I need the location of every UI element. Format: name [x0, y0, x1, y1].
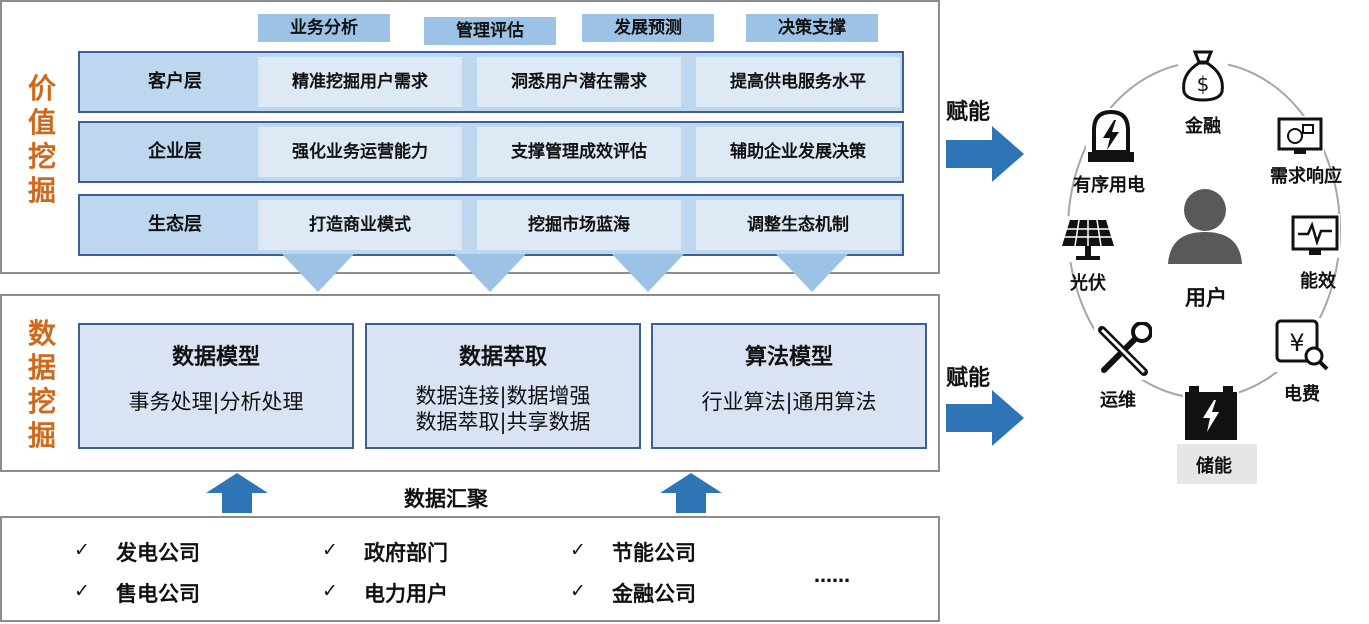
up-arrow-right	[660, 473, 722, 513]
tab-management-evaluation: 管理评估	[424, 17, 556, 45]
efficiency-monitor-icon	[1290, 214, 1340, 258]
layer-label: 企业层	[148, 141, 202, 162]
user-label: 用户	[1185, 286, 1227, 310]
algorithm-model-box: 算法模型 行业算法|通用算法	[651, 323, 927, 449]
money-bag-icon: $	[1178, 48, 1228, 102]
layer-cell: 挖掘市场蓝海	[477, 200, 681, 250]
layer-cell: 打造商业模式	[258, 200, 462, 250]
svg-text:$: $	[1197, 72, 1210, 96]
model-title: 数据模型	[171, 345, 260, 370]
service-label-demand-response: 需求响应	[1270, 166, 1342, 187]
service-label-operations: 运维	[1100, 390, 1136, 411]
layer-cell: 强化业务运营能力	[258, 127, 462, 177]
ecosystem-layer: 生态层 打造商业模式 挖掘市场蓝海 调整生态机制	[78, 194, 904, 256]
check-icon: ✓	[74, 580, 90, 602]
enable-label-bottom: 赋能	[946, 366, 991, 391]
user-icon	[1168, 189, 1242, 264]
check-icon: ✓	[570, 539, 586, 561]
enable-arrow-top	[946, 126, 1024, 182]
tab-development-forecast: 发展预测	[582, 14, 714, 42]
service-label-storage: 储能	[1196, 456, 1232, 477]
enterprise-layer: 企业层 强化业务运营能力 支撑管理成效评估 辅助企业发展决策	[78, 121, 904, 183]
up-arrow-left	[206, 473, 268, 513]
model-line: 数据萃取|共享数据	[415, 410, 591, 434]
source-item: 售电公司	[116, 582, 200, 606]
customer-layer: 客户层 精准挖掘用户需求 洞悉用户潜在需求 提高供电服务水平	[78, 51, 904, 113]
more-ellipsis: ……	[814, 566, 850, 587]
title-char: 挖	[27, 385, 56, 418]
down-arrow	[454, 254, 526, 292]
battery-icon	[1183, 384, 1239, 442]
layer-cell: 提高供电服务水平	[696, 57, 900, 107]
aggregation-label: 数据汇聚	[404, 487, 488, 511]
svg-text:¥: ¥	[1289, 329, 1304, 357]
demand-response-icon	[1276, 116, 1324, 156]
tab-decision-support: 决策支撑	[746, 14, 878, 42]
check-icon: ✓	[570, 580, 586, 602]
layer-cell: 辅助企业发展决策	[696, 127, 900, 177]
title-char: 挖	[27, 140, 56, 173]
service-label-finance: 金融	[1185, 116, 1221, 137]
service-label-orderly-power: 有序用电	[1073, 175, 1145, 196]
tab-business-analysis: 业务分析	[258, 14, 390, 42]
title-char: 掘	[27, 174, 56, 207]
service-label-efficiency: 能效	[1300, 271, 1336, 292]
service-label-pv: 光伏	[1070, 273, 1106, 294]
model-title: 数据萃取	[458, 345, 547, 370]
check-icon: ✓	[74, 539, 90, 561]
layer-cell: 精准挖掘用户需求	[258, 57, 462, 107]
model-body: 事务处理|分析处理	[80, 389, 352, 415]
solar-panel-icon	[1060, 216, 1116, 262]
data-model-box: 数据模型 事务处理|分析处理	[78, 323, 354, 449]
service-label-bill: 电费	[1284, 384, 1320, 405]
enable-arrow-bottom	[946, 390, 1024, 446]
bill-yen-icon: ¥	[1274, 318, 1330, 372]
title-char: 据	[27, 351, 56, 384]
data-mining-title: 数 据 挖 掘	[22, 317, 62, 453]
title-char: 值	[27, 106, 56, 139]
model-title: 算法模型	[744, 345, 833, 370]
model-line: 事务处理|分析处理	[128, 390, 304, 414]
down-arrow	[282, 254, 354, 292]
data-extraction-box: 数据萃取 数据连接|数据增强 数据萃取|共享数据	[365, 323, 641, 449]
layer-cell: 调整生态机制	[696, 200, 900, 250]
source-item: 金融公司	[612, 582, 696, 606]
title-char: 掘	[27, 419, 56, 452]
model-body: 数据连接|数据增强 数据萃取|共享数据	[367, 383, 639, 435]
check-icon: ✓	[322, 539, 338, 561]
source-item: 节能公司	[612, 541, 696, 565]
orderly-power-icon	[1086, 108, 1136, 164]
storage-label-box	[1177, 444, 1257, 484]
model-line: 行业算法|通用算法	[701, 390, 877, 414]
model-line: 数据连接|数据增强	[415, 384, 591, 408]
enable-label-top: 赋能	[946, 100, 991, 125]
value-mining-title: 价 值 挖 掘	[22, 72, 62, 208]
source-item: 电力用户	[364, 582, 448, 606]
title-char: 价	[27, 72, 56, 105]
model-body: 行业算法|通用算法	[653, 389, 925, 415]
down-arrow	[776, 254, 848, 292]
tools-icon	[1094, 322, 1152, 380]
layer-cell: 支撑管理成效评估	[477, 127, 681, 177]
layer-label: 客户层	[148, 71, 202, 92]
data-sources-panel	[0, 516, 940, 622]
down-arrow	[612, 254, 684, 292]
title-char: 数	[27, 317, 56, 350]
source-item: 发电公司	[116, 541, 200, 565]
layer-cell: 洞悉用户潜在需求	[477, 57, 681, 107]
source-item: 政府部门	[364, 541, 448, 565]
check-icon: ✓	[322, 580, 338, 602]
layer-label: 生态层	[148, 214, 202, 235]
